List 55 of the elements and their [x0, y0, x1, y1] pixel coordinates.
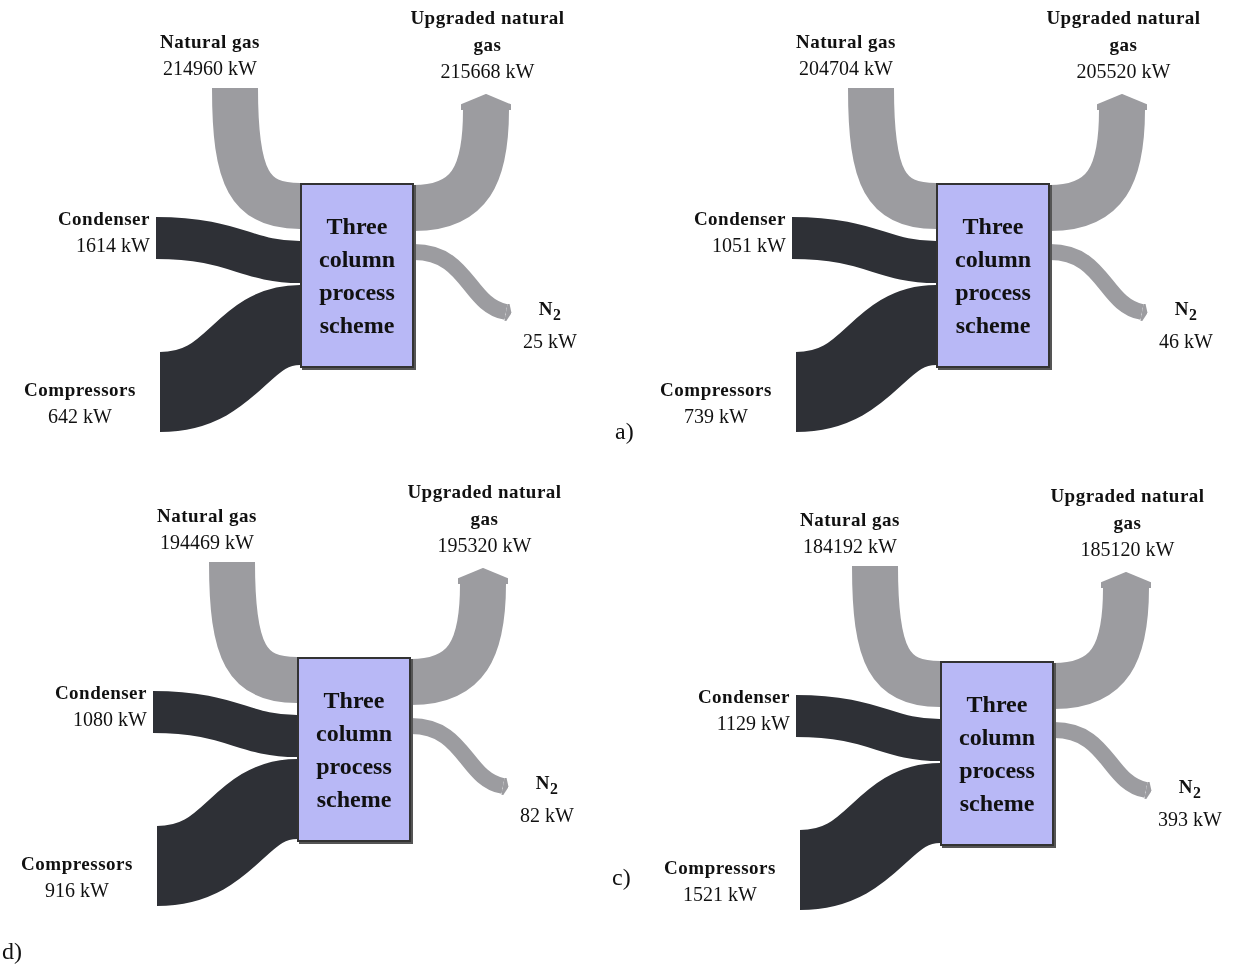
power-value: 204704 kW: [799, 56, 893, 81]
process-label: Three column process scheme: [318, 211, 396, 340]
process-box: [300, 183, 414, 368]
stream-name: Condenser: [54, 681, 147, 705]
stream-name: Upgraded natural gas: [1045, 6, 1202, 57]
stream-name: Condenser: [693, 207, 786, 231]
process-box: [936, 183, 1050, 368]
stream-name: Compressors: [664, 856, 776, 880]
power-value: 215668 kW: [440, 59, 535, 84]
flow-band: [410, 718, 509, 795]
stream-name: N$_{2}$: [1178, 775, 1202, 803]
power-value: 46 kW: [1159, 328, 1213, 354]
power-value: 393 kW: [1158, 806, 1222, 832]
process-box: [940, 661, 1054, 846]
power-value: 185120 kW: [1080, 537, 1175, 562]
process-label: Three column process scheme: [315, 685, 393, 814]
power-value: 642 kW: [48, 404, 112, 429]
power-value: 739 kW: [684, 404, 748, 429]
process-box: [297, 657, 411, 842]
power-value: 195320 kW: [437, 533, 532, 558]
stream-name: Compressors: [21, 852, 133, 876]
power-value: 205520 kW: [1076, 59, 1171, 84]
power-value: 214960 kW: [163, 56, 257, 81]
stream-name: Compressors: [660, 378, 772, 402]
stream-name: Natural gas: [160, 30, 260, 54]
stream-name: N$_{2}$: [1174, 297, 1198, 325]
stream-name: Upgraded natural gas: [406, 480, 563, 531]
power-value: 194469 kW: [160, 530, 254, 555]
flow-band: [413, 244, 512, 321]
stream-name: Compressors: [24, 378, 136, 402]
power-value: 1051 kW: [712, 233, 786, 258]
stream-name: Upgraded natural gas: [1049, 484, 1206, 535]
power-value: 916 kW: [45, 878, 109, 903]
process-label: Three column process scheme: [958, 689, 1036, 818]
stream-name: N$_{2}$: [538, 297, 562, 325]
flow-band: [1049, 244, 1148, 321]
stream-name: Natural gas: [157, 504, 257, 528]
panel-label: c): [612, 864, 631, 891]
power-value: 1614 kW: [76, 233, 150, 258]
panel-label: d): [2, 938, 22, 965]
power-value: 184192 kW: [803, 534, 897, 559]
power-value: 1129 kW: [716, 711, 790, 736]
process-label: Three column process scheme: [954, 211, 1032, 340]
power-value: 1080 kW: [73, 707, 147, 732]
stream-name: N$_{2}$: [535, 771, 559, 799]
flow-band: [1053, 722, 1152, 799]
power-value: 25 kW: [523, 328, 577, 354]
power-value: 82 kW: [520, 802, 574, 828]
stream-name: Upgraded natural gas: [409, 6, 566, 57]
stream-name: Condenser: [57, 207, 150, 231]
power-value: 1521 kW: [683, 882, 757, 907]
stream-name: Natural gas: [800, 508, 900, 532]
stream-name: Natural gas: [796, 30, 896, 54]
panel-label: a): [615, 418, 634, 445]
stream-name: Condenser: [697, 685, 790, 709]
